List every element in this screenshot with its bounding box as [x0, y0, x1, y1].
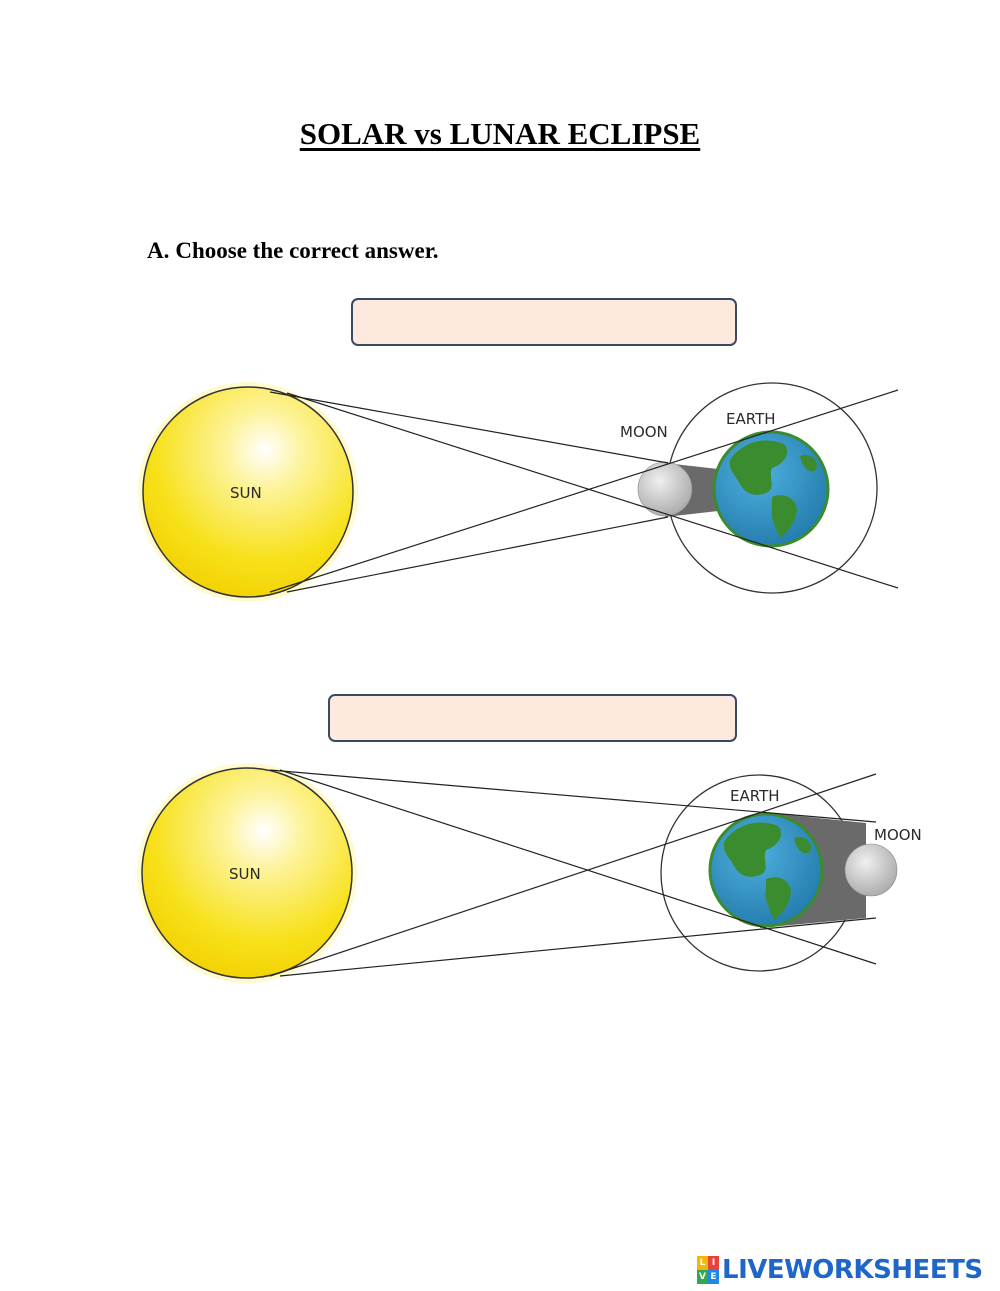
earth-land-1: [723, 822, 782, 877]
sun: [142, 386, 354, 598]
instruction: A.Choose the correct answer.: [147, 238, 439, 264]
liveworksheets-logo[interactable]: L I V E LIVEWORKSHEETS: [697, 1254, 983, 1286]
logo-text: LIVEWORKSHEETS: [722, 1255, 983, 1285]
instruction-text: Choose the correct answer.: [175, 238, 439, 263]
logo-mark-icon: L I V E: [697, 1256, 719, 1284]
ray-line: [286, 516, 669, 593]
earth-land-3: [800, 454, 817, 472]
ray-line: [269, 773, 877, 977]
moon-label: MOON: [874, 826, 922, 844]
section-number: A.: [147, 238, 170, 263]
eclipse-diagram-2: SUN EARTH MOON: [137, 763, 922, 983]
earth-land-3: [794, 836, 811, 854]
ray-line: [269, 389, 899, 593]
answer-box-1[interactable]: [351, 298, 737, 346]
earth-land-1: [729, 440, 788, 495]
earth-label: EARTH: [730, 787, 780, 805]
earth-land-2: [771, 495, 797, 538]
eclipse-diagram-1: SUN MOON EARTH: [138, 382, 899, 602]
ray-line: [279, 917, 877, 977]
ray-line: [286, 392, 899, 589]
page-title: SOLAR vs LUNAR ECLIPSE: [299, 116, 701, 151]
moon-label: MOON: [620, 423, 668, 441]
sun-label: SUN: [230, 484, 262, 502]
ray-line: [269, 769, 877, 823]
earth-label: EARTH: [726, 410, 776, 428]
earth-land-2: [765, 877, 791, 920]
ray-line: [269, 391, 669, 464]
sun-label: SUN: [229, 865, 261, 883]
sun: [141, 767, 353, 979]
answer-box-2[interactable]: [328, 694, 737, 742]
ray-line: [279, 769, 877, 965]
moon: [844, 843, 898, 897]
